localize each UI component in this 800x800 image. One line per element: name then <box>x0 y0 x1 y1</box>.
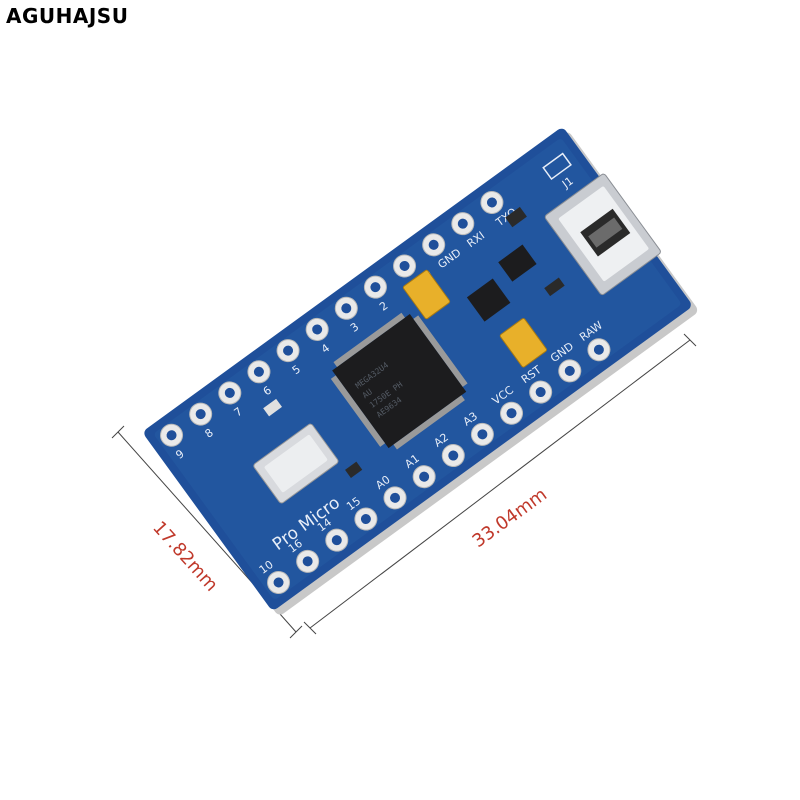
pin-hole <box>593 344 604 355</box>
length-dimension <box>303 333 697 635</box>
pin-hole <box>506 408 517 419</box>
pin-hole <box>457 218 468 229</box>
pin-hole <box>486 197 497 208</box>
pin-hole <box>390 492 401 503</box>
smd-led <box>263 398 282 417</box>
pin-hole <box>477 429 488 440</box>
pin-hole <box>564 365 575 376</box>
top-pin-row <box>160 190 504 447</box>
j1-outline <box>542 152 572 181</box>
pin-hole <box>448 450 459 461</box>
smd-resistor-3 <box>345 461 363 478</box>
pin-hole <box>273 577 284 588</box>
pin-hole <box>312 324 323 335</box>
pin-hole <box>419 471 430 482</box>
bottom-pin-row <box>267 338 611 594</box>
pin-hole <box>341 303 352 314</box>
smd-resistor-2 <box>544 277 565 297</box>
tantalum-capacitor-1 <box>402 269 451 320</box>
pro-micro-board: J1 TXORXIGNDGND23456789 RAWGNDRSTVCCA3A2… <box>144 128 698 615</box>
voltage-regulator <box>466 278 511 322</box>
pin-hole <box>302 556 313 567</box>
micro-usb-connector <box>544 173 661 296</box>
pin-hole <box>166 430 177 441</box>
pin-hole <box>360 514 371 525</box>
diode <box>498 244 537 282</box>
pin-hole <box>195 409 206 420</box>
pin-hole <box>535 387 546 398</box>
mcu-chip: MEGA32U4 AU 1750E PH AE9634 <box>330 312 468 450</box>
pin-hole <box>331 535 342 546</box>
tantalum-capacitor-2 <box>499 318 547 368</box>
pin-hole <box>224 387 235 398</box>
smd-resistor-1 <box>505 206 527 228</box>
pin-hole <box>428 239 439 250</box>
brand-watermark: AGUHAJSU <box>6 4 129 28</box>
pin-hole <box>283 345 294 356</box>
pin-hole <box>370 282 381 293</box>
pin-hole <box>399 260 410 271</box>
length-dimension-label: 33.04mm <box>469 484 551 552</box>
crystal-oscillator <box>253 423 339 504</box>
width-dimension-label: 17.82mm <box>148 517 222 595</box>
pin-hole <box>253 366 264 377</box>
